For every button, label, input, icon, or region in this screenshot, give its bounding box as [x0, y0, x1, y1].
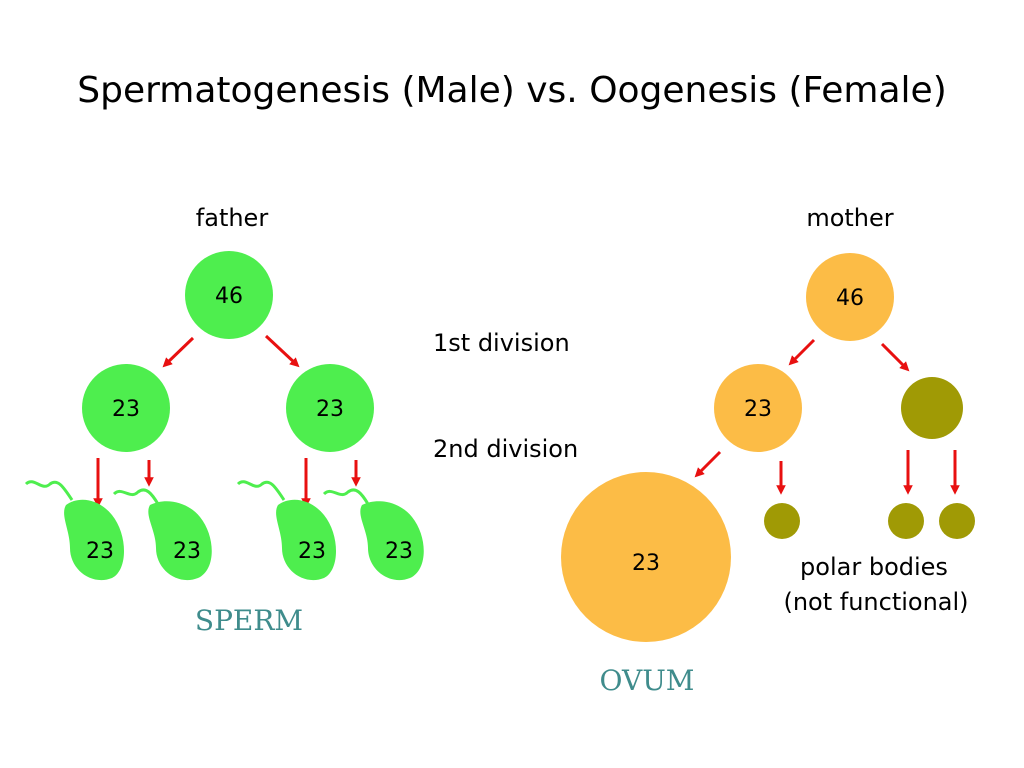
male-secondary-2-number: 23 — [316, 397, 344, 422]
polar-body-3 — [939, 503, 975, 539]
male-secondary-cell-1: 23 — [82, 364, 170, 452]
sperm-cell-3: 23 — [236, 480, 336, 581]
polar-body-1 — [764, 503, 800, 539]
arrow-father-left — [162, 336, 195, 368]
sperm-2-number: 23 — [173, 539, 201, 564]
ovum-cell: 23 — [561, 472, 731, 642]
arrow-father-right — [264, 334, 300, 368]
father-cell: 46 — [185, 251, 273, 339]
female-secondary-number: 23 — [744, 397, 772, 422]
father-label: father — [196, 204, 269, 232]
first-division-label: 1st division — [433, 329, 570, 357]
first-polar-body — [901, 377, 963, 439]
father-cell-number: 46 — [215, 284, 243, 309]
ovum-caption: OVUM — [600, 664, 695, 697]
arrow-to-ovum — [694, 450, 722, 478]
male-secondary-1-number: 23 — [112, 397, 140, 422]
ovum-number: 23 — [632, 551, 660, 576]
sperm-cell-2: 23 — [112, 488, 212, 581]
sperm-cell-4: 23 — [322, 488, 424, 581]
sperm-caption: SPERM — [195, 604, 303, 637]
arrow-mother-right — [880, 342, 910, 372]
sperm-1-number: 23 — [86, 539, 114, 564]
polar-bodies-label: polar bodies — [800, 553, 948, 581]
sperm-cell-1: 23 — [24, 480, 124, 581]
sperm-3-number: 23 — [298, 539, 326, 564]
polar-body-2 — [888, 503, 924, 539]
mother-cell: 46 — [806, 253, 894, 341]
sperm-4-number: 23 — [385, 539, 413, 564]
female-secondary-cell: 23 — [714, 364, 802, 452]
mother-cell-number: 46 — [836, 286, 864, 311]
mother-label: mother — [806, 204, 893, 232]
polar-bodies-note: (not functional) — [783, 588, 968, 616]
male-secondary-cell-2: 23 — [286, 364, 374, 452]
slide-title: Spermatogenesis (Male) vs. Oogenesis (Fe… — [77, 70, 947, 111]
second-division-label: 2nd division — [433, 435, 578, 463]
arrow-mother-left — [788, 338, 816, 366]
